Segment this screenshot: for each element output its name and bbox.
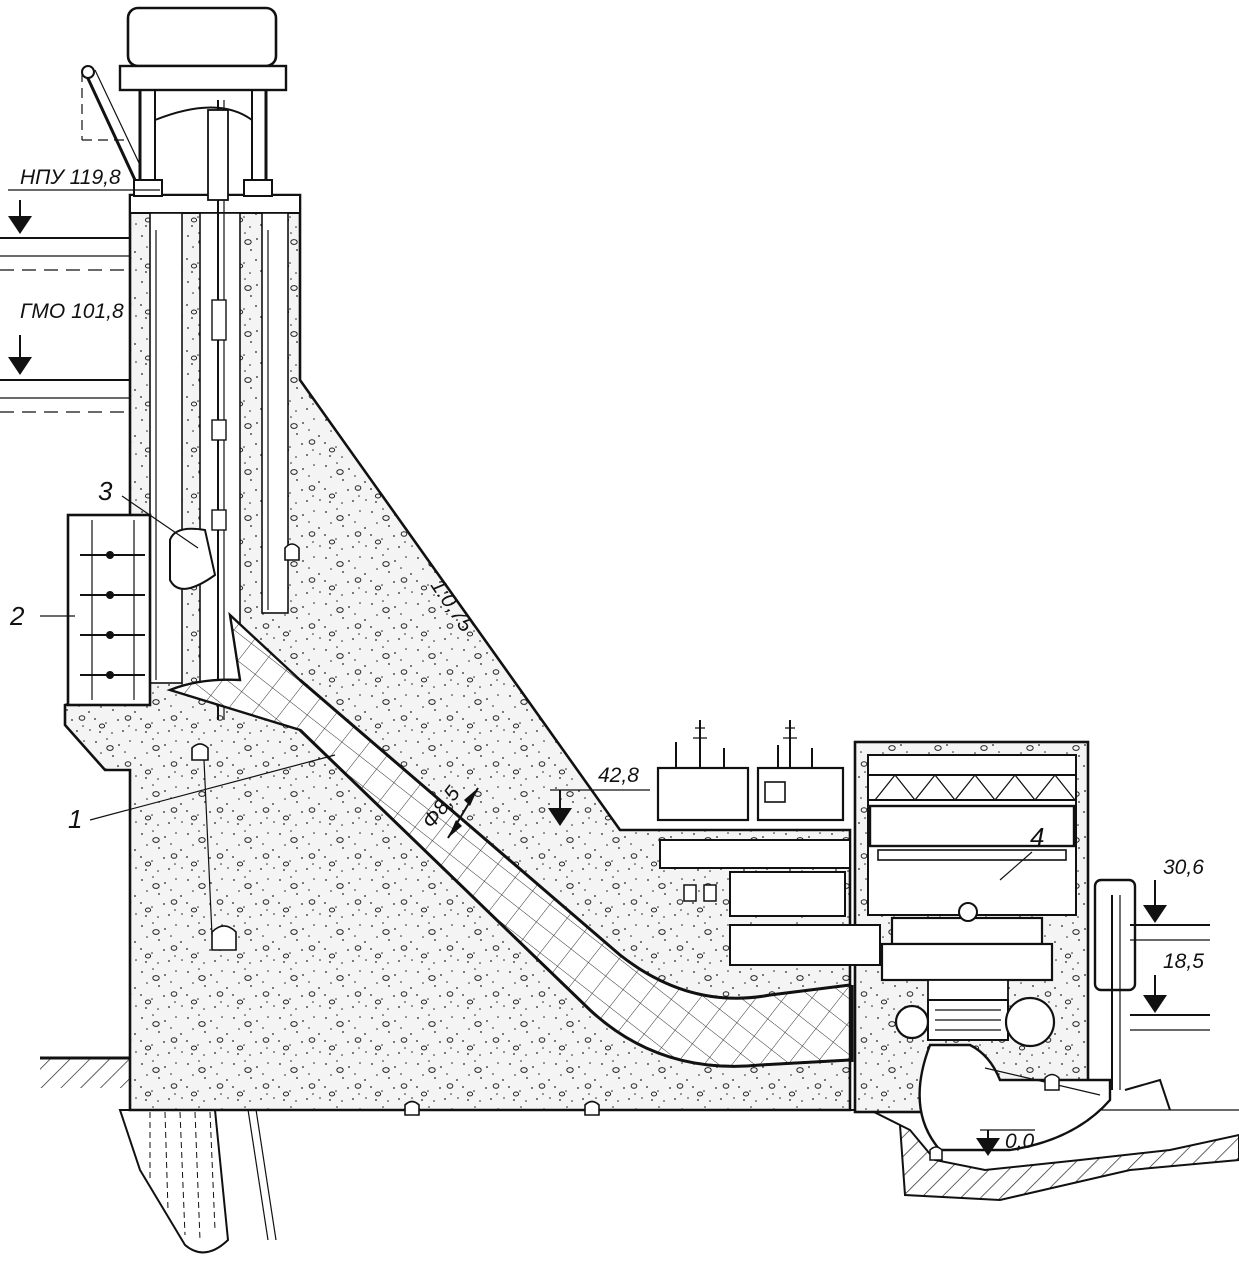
label-gmo: ГМО 101,8: [20, 300, 124, 323]
callout-4: 4: [1030, 822, 1044, 852]
elevation-marker-gmo: [8, 335, 32, 375]
transformer-platform: [656, 720, 881, 966]
dam-body: [63, 100, 852, 1116]
elevation-marker-185: [1143, 975, 1167, 1013]
diameter-arrow: [447, 787, 479, 839]
label-elev-306: 30,6: [1163, 856, 1204, 879]
elevation-marker-306: [1143, 880, 1167, 923]
label-elev-428: 42,8: [598, 764, 639, 787]
tailwater: [1130, 924, 1210, 1031]
label-elev-00: 0,0: [1005, 1130, 1035, 1153]
elevation-marker-00: [976, 1129, 1035, 1156]
label-elev-185: 18,5: [1163, 950, 1204, 973]
label-npu: НПУ 119,8: [20, 166, 121, 189]
elevation-marker-428: [548, 789, 650, 826]
elevation-marker-npu: [8, 189, 160, 234]
callout-3: 3: [98, 476, 113, 506]
powerhouse: [853, 740, 1112, 1161]
downstream-gate-slot: [1093, 878, 1171, 1111]
upstream-water: [0, 237, 130, 413]
trash-rack-structure: [66, 513, 152, 707]
callout-1: 1: [68, 804, 82, 834]
callout-leaders: [40, 495, 1033, 881]
gantry-crane: [81, 6, 288, 197]
penstock: [166, 611, 854, 1068]
callout-2: 2: [9, 601, 25, 631]
